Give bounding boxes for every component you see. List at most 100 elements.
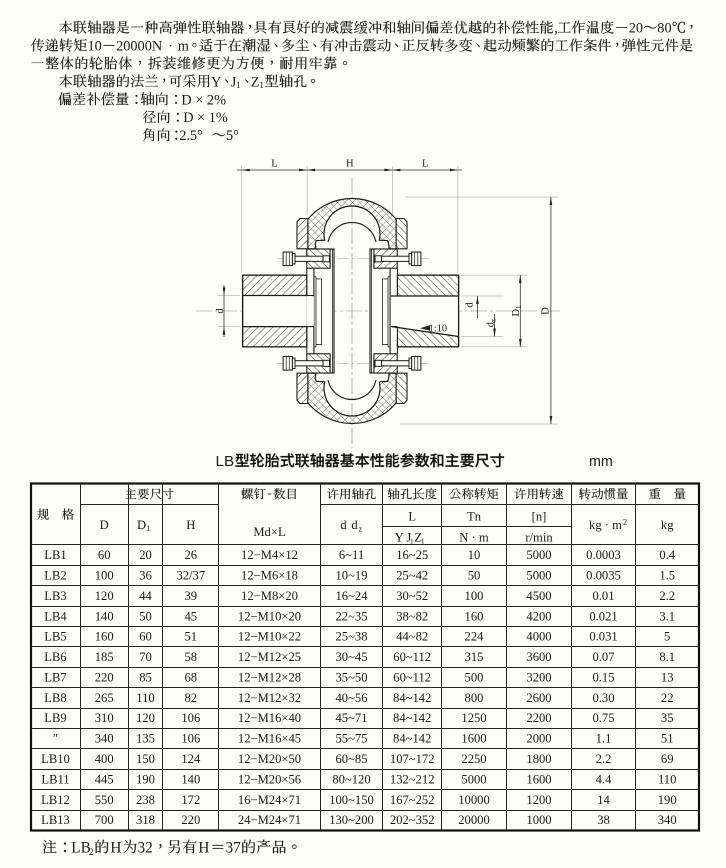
svg-text:12−M8×20: 12−M8×20 [241, 589, 298, 603]
svg-text:32/37: 32/37 [176, 569, 205, 583]
svg-text:D × 1%: D × 1% [183, 110, 228, 126]
svg-text:167~252: 167~252 [390, 793, 435, 807]
svg-text:1200: 1200 [526, 793, 551, 807]
svg-text:H: H [346, 159, 354, 170]
svg-text:110: 110 [136, 691, 154, 705]
svg-text:D: D [137, 518, 146, 532]
svg-text:120: 120 [136, 711, 155, 725]
svg-text:LB8: LB8 [44, 691, 66, 705]
svg-text:500: 500 [465, 671, 484, 685]
svg-text:1000: 1000 [526, 813, 551, 827]
svg-text:35~50: 35~50 [335, 671, 367, 685]
svg-text:20: 20 [629, 21, 643, 37]
svg-text:68: 68 [185, 671, 198, 685]
svg-text:220: 220 [95, 671, 114, 685]
svg-text:3200: 3200 [526, 671, 551, 685]
svg-text:″: ″ [53, 732, 58, 746]
svg-text:37: 37 [226, 840, 242, 857]
svg-text:30~45: 30~45 [335, 650, 367, 664]
svg-text:4500: 4500 [526, 589, 551, 603]
svg-text:20000N: 20000N [116, 39, 162, 55]
svg-text:45: 45 [185, 609, 198, 623]
svg-text:0.0003: 0.0003 [586, 548, 621, 562]
svg-text:84~142: 84~142 [393, 691, 431, 705]
svg-text:2000: 2000 [526, 732, 551, 746]
svg-text:2.2: 2.2 [659, 589, 675, 603]
svg-text:H: H [110, 840, 121, 857]
svg-text:315: 315 [465, 650, 484, 664]
svg-text:84~142: 84~142 [393, 732, 431, 746]
svg-text:160: 160 [95, 630, 114, 644]
svg-text:12−M12×25: 12−M12×25 [238, 650, 301, 664]
svg-text:20: 20 [139, 548, 152, 562]
svg-text:0.021: 0.021 [589, 609, 617, 623]
svg-text:80~120: 80~120 [332, 772, 370, 786]
svg-text:,: , [554, 21, 558, 37]
svg-text:LB12: LB12 [41, 793, 70, 807]
svg-text:0.0035: 0.0035 [586, 569, 621, 583]
svg-text:1: 1 [421, 537, 425, 546]
svg-text:LB11: LB11 [41, 772, 69, 786]
svg-text:106: 106 [181, 732, 200, 746]
svg-text:3600: 3600 [526, 650, 551, 664]
svg-text:1:10: 1:10 [429, 324, 448, 335]
svg-text:26: 26 [185, 548, 198, 562]
svg-text:d: d [465, 302, 476, 308]
svg-text:5000: 5000 [461, 772, 486, 786]
svg-text:60~112: 60~112 [393, 671, 431, 685]
svg-text:0.031: 0.031 [589, 630, 617, 644]
svg-text:50: 50 [139, 609, 152, 623]
svg-text:140: 140 [95, 609, 114, 623]
svg-text:1: 1 [236, 80, 240, 90]
svg-text:445: 445 [95, 772, 114, 786]
svg-text:Z: Z [251, 74, 260, 90]
svg-text:40~56: 40~56 [335, 691, 367, 705]
svg-text:0.07: 0.07 [592, 650, 614, 664]
svg-text:12−M16×45: 12−M16×45 [238, 732, 301, 746]
svg-text:10~19: 10~19 [335, 569, 367, 583]
svg-text:38: 38 [597, 813, 610, 827]
svg-text:Y: Y [211, 74, 221, 90]
svg-text:310: 310 [95, 711, 114, 725]
svg-text:5000: 5000 [526, 569, 551, 583]
svg-text:25~42: 25~42 [396, 569, 428, 583]
svg-text:L: L [408, 510, 416, 524]
svg-text:202~352: 202~352 [390, 813, 435, 827]
svg-text:LB10: LB10 [41, 752, 70, 766]
svg-text:1800: 1800 [526, 752, 551, 766]
svg-text:1.5: 1.5 [659, 569, 675, 583]
svg-text:4.4: 4.4 [596, 772, 612, 786]
svg-text:4000: 4000 [526, 630, 551, 644]
svg-text:60: 60 [98, 548, 111, 562]
svg-text:50: 50 [468, 569, 481, 583]
svg-text:3.1: 3.1 [659, 609, 675, 623]
svg-text:130~200: 130~200 [329, 813, 374, 827]
svg-text:190: 190 [658, 793, 677, 807]
svg-text:100: 100 [465, 589, 484, 603]
svg-text:5: 5 [664, 630, 670, 644]
svg-text:60~112: 60~112 [393, 650, 431, 664]
svg-text:36: 36 [139, 569, 152, 583]
svg-text:700: 700 [95, 813, 114, 827]
svg-text:kg · m: kg · m [589, 518, 622, 532]
svg-text:30~52: 30~52 [396, 589, 428, 603]
svg-text:10: 10 [88, 39, 102, 55]
svg-text:224: 224 [465, 630, 485, 644]
svg-text:44~82: 44~82 [396, 630, 428, 644]
svg-text:0.75: 0.75 [592, 711, 614, 725]
svg-text:Md×L: Md×L [253, 525, 285, 539]
svg-text:12−M12×28: 12−M12×28 [238, 671, 301, 685]
svg-text:1600: 1600 [461, 732, 486, 746]
svg-text:H: H [186, 518, 195, 532]
svg-text:5°: 5° [226, 128, 239, 144]
svg-text:60: 60 [139, 630, 152, 644]
svg-text:0.15: 0.15 [592, 671, 614, 685]
svg-text:Y: Y [395, 531, 404, 545]
svg-text:12−M10×20: 12−M10×20 [238, 609, 301, 623]
svg-text:kg: kg [661, 518, 674, 532]
svg-text:LB5: LB5 [44, 630, 66, 644]
svg-text:16~24: 16~24 [335, 589, 368, 603]
svg-text:LB9: LB9 [44, 711, 66, 725]
svg-text:0.4: 0.4 [659, 548, 675, 562]
svg-text:D: D [540, 307, 551, 315]
